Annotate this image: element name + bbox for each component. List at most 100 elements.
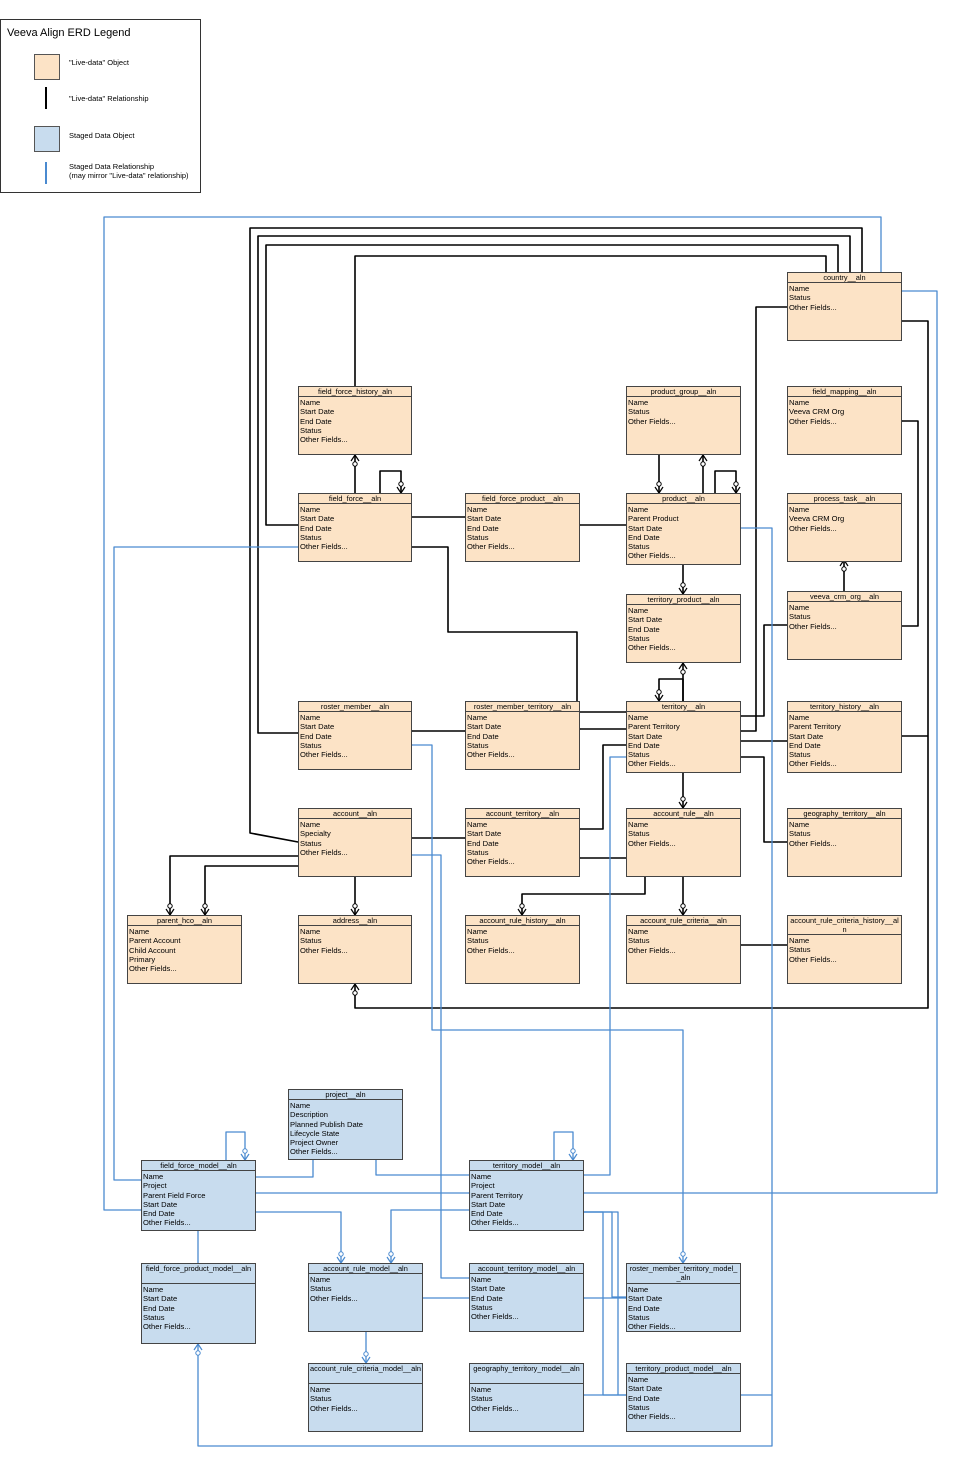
entity-field: Name [467, 713, 488, 722]
entity-field: Name [471, 1385, 492, 1394]
entity-title: roster_member_territory_model__aln [627, 1264, 740, 1284]
rel-staged-ff-ffmodel [113, 546, 298, 1181]
entity-title: field_force_history_aln [299, 387, 411, 397]
crows-foot-marker [678, 662, 688, 675]
entity-title: veeva_crm_org__aln [788, 592, 901, 602]
entity-field: Status [467, 740, 489, 750]
entity-field: Status [143, 1312, 165, 1322]
entity-title: account_rule__aln [627, 809, 740, 819]
entity-field: Name [467, 820, 488, 829]
entity-field: Status [628, 1402, 650, 1412]
entity-field: Other Fields... [789, 416, 837, 426]
entity-field: Start Date [467, 514, 502, 524]
entity-field: End Date [628, 740, 660, 750]
entity-field: End Date [300, 523, 332, 533]
crows-foot-marker [165, 903, 175, 916]
entity-field: Name [789, 398, 810, 407]
entity-field: Status [789, 293, 811, 303]
entity-field: Other Fields... [628, 1412, 676, 1422]
rel-staged-terrmodel-rmtmodel [584, 1211, 626, 1298]
entity-title: account_territory_model__aln [470, 1264, 583, 1274]
crows-foot-marker [361, 1351, 371, 1364]
entity-field: Project [143, 1181, 167, 1191]
entity-field: Name [310, 1385, 331, 1394]
entity-field: End Date [467, 731, 499, 741]
legend-staged-relationship-label: Staged Data Relationship [69, 162, 155, 171]
rel-staged-terrmodel-tpmodel [584, 1211, 626, 1396]
entity-field: End Date [628, 532, 660, 542]
entity-field: Status [467, 847, 489, 857]
entity-field: Status [628, 1312, 650, 1322]
entity-field: Other Fields... [789, 838, 837, 848]
crows-foot-marker [698, 454, 708, 467]
rel-territory-self [658, 678, 684, 701]
entity-title: account_rule_criteria__aln [627, 916, 740, 926]
entity-title: roster_member_territory__aln [466, 702, 579, 712]
crows-foot-marker [678, 1251, 688, 1264]
crows-foot-marker [240, 1148, 250, 1161]
entity-field: Name [628, 505, 649, 514]
entity-field: Name [628, 606, 649, 615]
entity-field: Other Fields... [471, 1218, 519, 1228]
entity-field: Project [471, 1181, 495, 1191]
entity-field: Start Date [628, 615, 663, 625]
entity-field: Start Date [628, 1294, 663, 1304]
entity-field: Veeva CRM Org [789, 407, 845, 417]
rel-staged-project-ffmodel [256, 1160, 314, 1178]
entity-field: Other Fields... [467, 945, 515, 955]
rel-territory-geoterr [741, 756, 787, 843]
rel-account-parenthco-1 [169, 855, 298, 915]
entity-field: Project Owner [290, 1138, 339, 1148]
entity-field: Name [467, 505, 488, 514]
entity-field: Other Fields... [628, 1322, 676, 1332]
entity-field: Primary [129, 954, 156, 964]
entity-field: Other Fields... [143, 1218, 191, 1228]
erd-legend: Veeva Align ERD Legend "Live-data" Objec… [0, 19, 201, 193]
entity-title: territory_history__aln [788, 702, 901, 712]
rel-ff-territory [412, 546, 626, 713]
entity-field: Name [300, 713, 321, 722]
entity-field: Other Fields... [628, 838, 676, 848]
entity-field: Name [300, 820, 321, 829]
entity-field: Other Fields... [310, 1403, 358, 1413]
entity-field: Start Date [471, 1199, 506, 1209]
entity-field: Status [628, 829, 650, 839]
entity-title: project__aln [289, 1090, 402, 1100]
live-object-swatch [34, 54, 60, 80]
entity-field: Other Fields... [467, 750, 515, 760]
crows-foot-marker [350, 983, 360, 996]
crows-foot-marker [386, 1251, 396, 1264]
entity-field: Lifecycle State [290, 1128, 340, 1138]
entity-field: Name [300, 398, 321, 407]
entity-field: Status [300, 425, 322, 435]
legend-staged-relationship-note: (may mirror "Live-data" relationship) [69, 171, 189, 180]
crows-foot-marker [396, 481, 406, 494]
crows-foot-marker [678, 796, 688, 809]
crows-foot-marker [517, 903, 527, 916]
entity-field: Name [628, 820, 649, 829]
entity-title: geography_territory_model__aln [470, 1364, 583, 1384]
entity-field: Other Fields... [628, 945, 676, 955]
staged-relationship-swatch [45, 162, 47, 184]
entity-title: account_territory__aln [466, 809, 579, 819]
entity-field: Status [789, 829, 811, 839]
entity-field: Start Date [628, 1384, 663, 1394]
entity-field: Status [789, 945, 811, 955]
entity-field: End Date [471, 1293, 503, 1303]
entity-title: product__aln [627, 494, 740, 504]
crows-foot-marker [350, 903, 360, 916]
crows-foot-marker [654, 689, 664, 702]
crows-foot-marker [336, 1251, 346, 1264]
